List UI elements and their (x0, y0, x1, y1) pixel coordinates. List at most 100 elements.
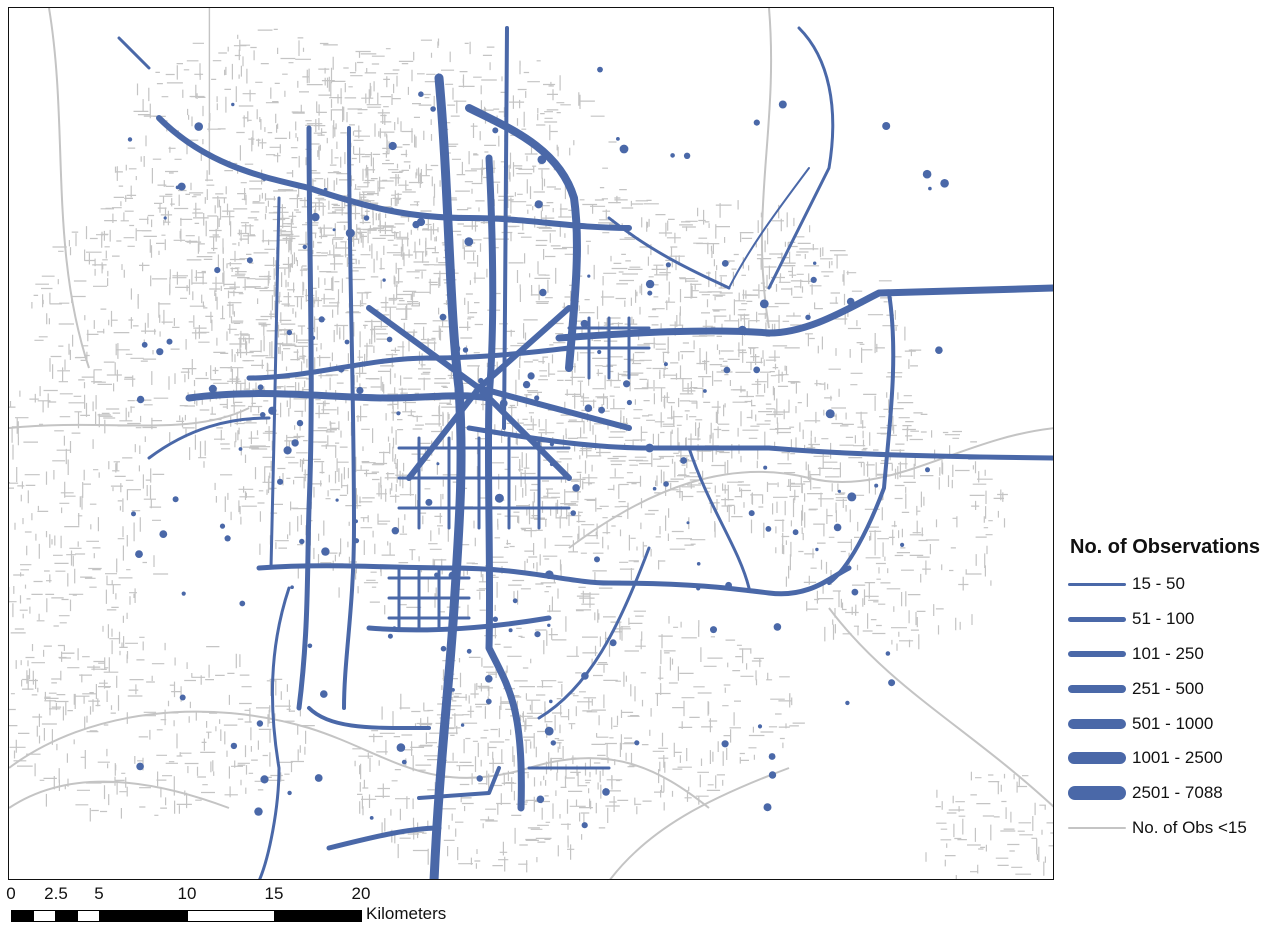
observation-point (616, 137, 620, 141)
observation-point (314, 774, 323, 782)
background-highway (828, 607, 1053, 808)
observation-point (335, 498, 339, 502)
observation-point (219, 523, 226, 529)
observed-route (687, 446, 751, 590)
observation-point (623, 380, 631, 388)
observation-point (131, 511, 136, 517)
observation-point (792, 529, 799, 536)
observation-point (512, 598, 518, 604)
legend-item: No. of Obs <15 (1062, 811, 1284, 846)
observation-point (922, 169, 932, 179)
observed-route (307, 706, 431, 730)
observation-point (307, 643, 313, 649)
legend: No. of Observations 15 - 50 51 - 100 101… (1062, 536, 1284, 845)
observation-point (172, 496, 179, 503)
observation-point (813, 261, 817, 265)
observation-point (344, 339, 350, 345)
observation-point (581, 672, 589, 680)
urban-road-texture (352, 670, 635, 873)
observation-point (466, 648, 472, 654)
observation-point (810, 276, 817, 283)
legend-label: 2501 - 7088 (1132, 783, 1223, 803)
observation-point (527, 372, 535, 380)
observation-point (238, 447, 243, 451)
observation-point (412, 220, 420, 229)
observation-point (753, 119, 760, 126)
observed-route-network (117, 26, 1053, 879)
legend-title: No. of Observations (1070, 536, 1261, 558)
observation-point (283, 446, 292, 455)
observed-route (567, 316, 651, 380)
observation-point (935, 346, 943, 355)
scale-segment (187, 910, 276, 922)
observation-point (703, 389, 707, 393)
observation-point (492, 127, 499, 134)
urban-road-texture (774, 408, 1008, 651)
observation-point (260, 412, 266, 418)
legend-item: 251 - 500 (1062, 671, 1284, 706)
observation-point (418, 91, 424, 97)
observation-point (570, 510, 576, 516)
legend-label: 501 - 1000 (1132, 713, 1214, 733)
observation-point (127, 137, 133, 142)
urban-road-texture (9, 641, 315, 822)
observation-point (214, 267, 221, 274)
observation-point (663, 362, 668, 367)
observation-point (547, 623, 551, 627)
legend-label: 1001 - 2500 (1132, 748, 1223, 768)
observation-point (268, 406, 277, 415)
observation-point (239, 600, 246, 607)
map-frame[interactable] (8, 7, 1054, 880)
observation-point (765, 526, 772, 532)
observation-point (837, 489, 842, 493)
observation-point (451, 688, 455, 692)
urban-road-texture (9, 351, 169, 716)
observation-point (833, 523, 842, 532)
observation-point (587, 274, 591, 278)
scale-tick-label: 10 (177, 884, 197, 903)
observation-point (534, 395, 540, 401)
background-highway (48, 8, 90, 369)
observation-point (534, 631, 541, 638)
background-highway (568, 427, 1053, 549)
scale-tick-label: 15 (264, 884, 284, 903)
observation-point (485, 675, 493, 683)
observation-point (396, 743, 406, 752)
observation-point (257, 384, 264, 391)
observation-point (181, 591, 186, 596)
observation-point (845, 700, 850, 706)
observation-point (462, 347, 469, 353)
observation-point (885, 651, 891, 656)
observation-point (476, 775, 483, 782)
observation-point (534, 200, 543, 209)
legend-swatch-2501-7088 (1068, 786, 1126, 801)
observation-point (536, 795, 545, 804)
observation-point (645, 279, 655, 289)
observation-point (135, 550, 143, 558)
observation-point (544, 726, 554, 736)
observation-point (425, 498, 433, 506)
observation-point (670, 153, 675, 158)
observation-point (434, 572, 440, 578)
observation-point (663, 481, 669, 487)
observation-point (194, 122, 203, 131)
observation-point (580, 319, 589, 328)
observation-point (581, 822, 588, 829)
scale-segment (77, 910, 100, 922)
observation-point (321, 547, 330, 556)
observation-point (825, 409, 835, 419)
observation-point (900, 542, 905, 548)
observation-point (208, 384, 217, 393)
observation-point (609, 639, 617, 647)
map-canvas[interactable] (9, 8, 1054, 880)
observation-point (163, 216, 167, 220)
legend-label: 51 - 100 (1132, 609, 1195, 629)
observation-point (396, 411, 401, 416)
observation-points (127, 66, 949, 829)
observation-point (261, 174, 268, 181)
observation-point (430, 106, 436, 112)
observed-route (185, 390, 493, 402)
observation-point (159, 530, 168, 538)
background-road-network (9, 8, 1053, 879)
observation-point (363, 215, 370, 221)
